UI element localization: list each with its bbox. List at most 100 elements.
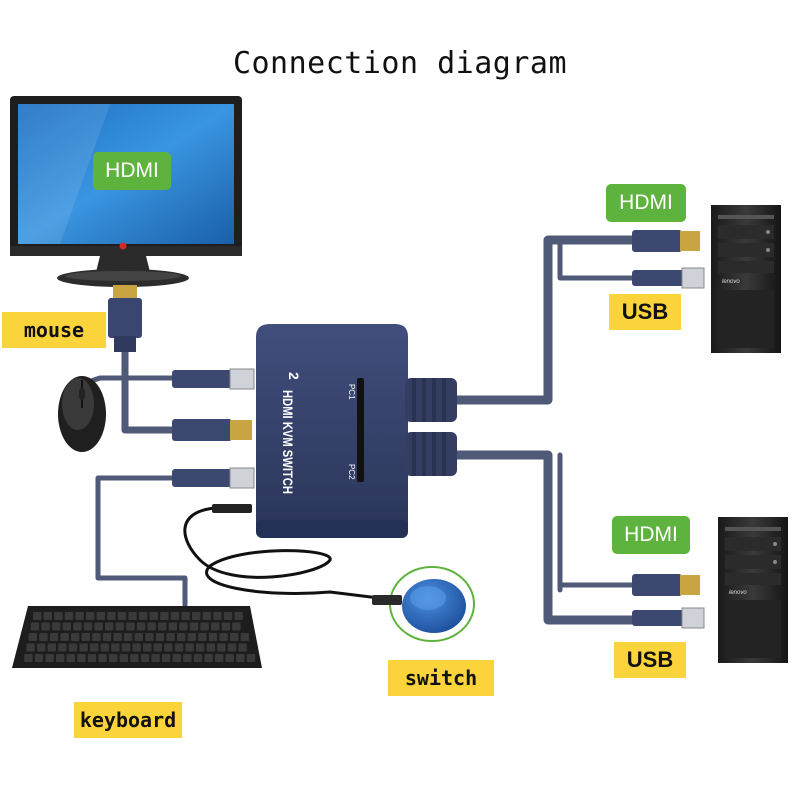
- pc1-tower: [711, 205, 781, 353]
- keyboard-key: [96, 612, 105, 620]
- keyboard-key: [75, 612, 84, 620]
- keyboard-key: [172, 654, 181, 662]
- keyboard-key: [79, 643, 88, 652]
- label-pc1-usb: USB: [609, 294, 681, 330]
- keyboard-key: [208, 633, 218, 641]
- keyboard-key: [64, 612, 74, 620]
- keyboard-key: [215, 654, 224, 662]
- cable-pc1-usb: [557, 237, 635, 281]
- keyboard-key: [73, 622, 82, 631]
- keyboard-key: [24, 654, 33, 662]
- monitor: [10, 96, 242, 287]
- keyboard-key: [196, 643, 205, 652]
- keyboard-key: [147, 622, 156, 631]
- cables: [82, 235, 637, 625]
- keyboard-key: [119, 654, 128, 662]
- cable-keyboard: [95, 475, 188, 608]
- cable-monitor: [121, 346, 182, 434]
- keyboard-key: [139, 612, 148, 620]
- keyboard-key: [234, 612, 243, 620]
- keyboard-key: [211, 622, 220, 631]
- keyboard-key: [26, 643, 35, 652]
- keyboard-key: [223, 612, 233, 620]
- keyboard-key: [179, 622, 188, 631]
- keyboard-key: [158, 622, 167, 631]
- keyboard-key: [41, 622, 50, 631]
- keyboard-key: [149, 612, 158, 620]
- keyboard-key: [87, 654, 97, 662]
- keyboard-key: [204, 654, 213, 662]
- keyboard-key: [230, 633, 239, 641]
- keyboard-key: [213, 612, 222, 620]
- keyboard-key: [170, 612, 180, 620]
- keyboard-key: [66, 654, 75, 662]
- keyboard-key: [83, 622, 93, 631]
- keyboard-key: [109, 654, 118, 662]
- cable-pc2-usb: [557, 582, 635, 593]
- keyboard-key: [187, 633, 196, 641]
- keyboard-key: [193, 654, 203, 662]
- right-plugs: [632, 230, 705, 629]
- keyboard-key: [86, 612, 95, 620]
- pc2-brand: lenovo: [729, 590, 747, 596]
- keyboard-key: [126, 622, 135, 631]
- keyboard-key: [227, 643, 237, 652]
- keyboard-key: [113, 633, 122, 641]
- switch-button-device: [372, 566, 475, 642]
- monitor-hdmi-plug: [108, 285, 142, 352]
- cable-pc1-trunk: [450, 235, 637, 405]
- keyboard-key: [198, 633, 207, 641]
- kvm-port-badge: 2: [286, 372, 302, 380]
- keyboard-key: [202, 612, 211, 620]
- keyboard-key: [168, 622, 177, 631]
- keyboard-key: [28, 633, 37, 641]
- keyboard-key: [132, 643, 141, 652]
- keyboard-key: [107, 612, 116, 620]
- keyboard-key: [111, 643, 120, 652]
- keyboard-key: [155, 633, 165, 641]
- keyboard-key: [124, 633, 133, 641]
- keyboard-key: [181, 612, 190, 620]
- keyboard-key: [37, 643, 46, 652]
- keyboard-key: [30, 622, 40, 631]
- label-pc1-hdmi: HDMI: [606, 184, 686, 222]
- keyboard-key: [105, 622, 114, 631]
- kvm-labels: 2 HDMI KVM SWITCH PC1 PC2: [280, 372, 356, 494]
- keyboard-key: [225, 654, 234, 662]
- keyboard-key: [39, 633, 48, 641]
- kvm-pc1-label: PC1: [347, 384, 356, 400]
- keyboard-key: [217, 643, 226, 652]
- keyboard-key: [68, 643, 78, 652]
- keyboard-key: [128, 612, 137, 620]
- keyboard-key: [166, 633, 175, 641]
- keyboard-key: [33, 612, 42, 620]
- keyboard-key: [140, 654, 150, 662]
- keyboard-key: [185, 643, 194, 652]
- keyboard-key: [115, 622, 124, 631]
- keyboard-key: [246, 654, 256, 662]
- keyboard-key: [183, 654, 192, 662]
- label-keyboard: keyboard: [74, 702, 182, 738]
- label-switch: switch: [388, 660, 494, 696]
- keyboard-key: [81, 633, 90, 641]
- keyboard-key: [160, 612, 169, 620]
- keyboard-key: [200, 622, 209, 631]
- keyboard-key: [62, 622, 71, 631]
- page-title: Connection diagram: [232, 46, 568, 81]
- label-pc2-usb: USB: [614, 642, 686, 678]
- keyboard-key: [60, 633, 69, 641]
- keyboard-key: [117, 612, 127, 620]
- keyboard-key: [238, 643, 247, 652]
- label-pc2-hdmi: HDMI: [612, 516, 690, 554]
- keyboard-key: [206, 643, 215, 652]
- keyboard-key: [43, 612, 52, 620]
- keyboard-key: [192, 612, 201, 620]
- kvm-pc2-label: PC2: [347, 464, 356, 480]
- kvm-switch: [256, 324, 457, 538]
- cable-mouse: [82, 375, 181, 386]
- keyboard-key: [219, 633, 228, 641]
- keyboard-key: [56, 654, 65, 662]
- keyboard-key: [77, 654, 86, 662]
